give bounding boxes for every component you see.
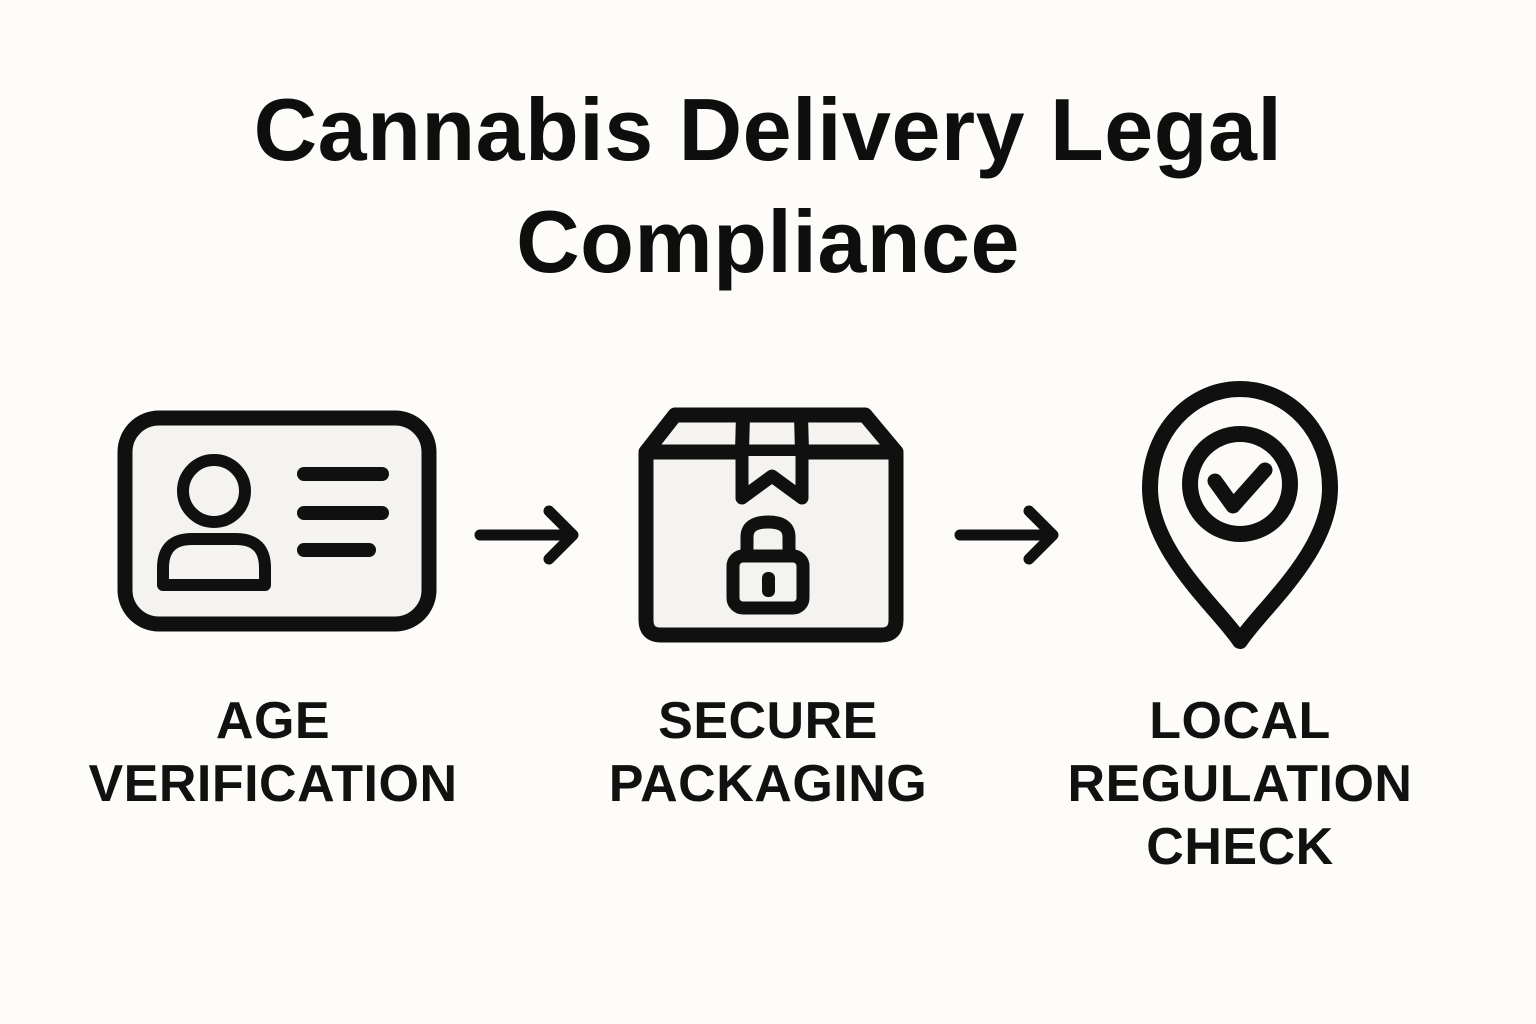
page-title: Cannabis Delivery Legal Compliance [0,74,1536,298]
step-label-local-regulation-check: LOCAL REGULATION CHECK [1067,692,1413,876]
page-title-text: Cannabis Delivery Legal Compliance [253,80,1283,291]
right-arrow-icon [950,499,1062,571]
locked-package-icon [637,404,905,646]
location-pin-check-icon [1136,380,1346,652]
step-label-age-verification: AGE VERIFICATION [88,692,458,813]
id-card-icon [116,409,438,633]
right-arrow-icon [470,499,582,571]
step-label-secure-packaging: SECURE PACKAGING [608,692,928,813]
